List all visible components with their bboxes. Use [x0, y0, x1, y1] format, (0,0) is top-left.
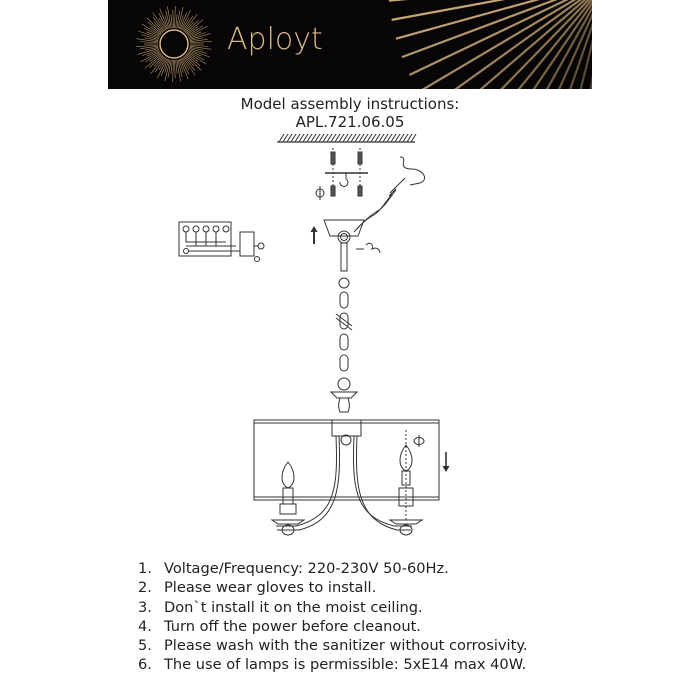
list-item: 6.The use of lamps is permissible: 5xE14… — [138, 656, 527, 674]
wire-connector-icon — [353, 156, 425, 233]
list-item: 5.Please wash with the sanitizer without… — [138, 637, 528, 655]
list-item: 2.Please wear gloves to install. — [138, 579, 377, 597]
rotate-icon — [413, 435, 425, 447]
list-item: 1.Voltage/Frequency: 220-230V 50-60Hz. — [138, 560, 449, 577]
candle-bulb-right-icon — [388, 430, 424, 536]
eclipse-icon — [159, 29, 189, 59]
brand-logo-text: Aployt — [227, 22, 323, 57]
ceiling-hatch-icon — [277, 133, 417, 143]
list-item: 3.Don`t install it on the moist ceiling. — [138, 598, 423, 616]
instructions-list: 1.Voltage/Frequency: 220-230V 50-60Hz. 2… — [138, 559, 528, 675]
up-arrow-icon — [310, 226, 318, 244]
mounting-screws-icon — [325, 148, 368, 197]
candle-bulb-left-icon — [270, 461, 306, 536]
page-title: Model assembly instructions: — [240, 95, 460, 113]
terminal-block-icon — [178, 221, 265, 262]
chandelier-body-icon — [276, 419, 412, 531]
model-code: APL.721.06.05 — [295, 113, 405, 131]
assembly-diagram — [178, 133, 450, 536]
list-item: 4.Turn off the power before cleanout. — [138, 617, 421, 635]
canopy-icon — [323, 219, 381, 272]
brand-banner: Aployt — [108, 0, 592, 89]
sunburst-decoration-icon — [136, 0, 592, 89]
down-arrow-icon — [442, 452, 450, 472]
rotate-icon — [315, 186, 325, 200]
chain-icon — [329, 277, 359, 413]
